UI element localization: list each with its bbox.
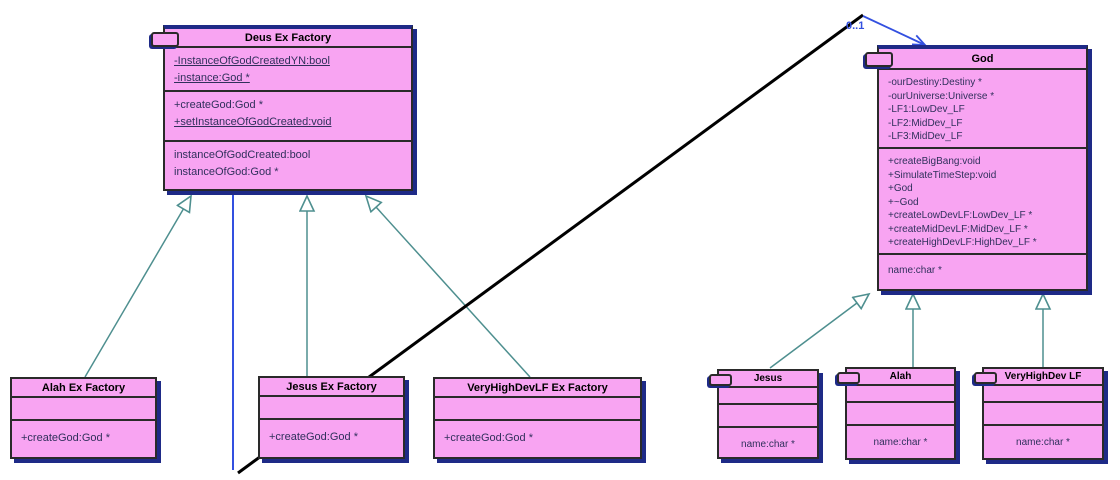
class-alah: Alah name:char *	[837, 367, 956, 460]
member-row: -instance:God *	[174, 72, 250, 84]
class-icon	[709, 374, 732, 386]
member-row: +createLowDevLF:LowDev_LF *	[888, 210, 1033, 221]
member-row: +createMidDevLF:MidDev_LF *	[888, 223, 1028, 235]
class-title: Jesus Ex Factory	[260, 378, 403, 397]
member-row: name:char *	[873, 437, 928, 448]
operations-compartment	[719, 405, 817, 428]
class-god: God -ourDestiny:Destiny * -ourUniverse:Un…	[865, 45, 1088, 291]
member-row: +createHighDevLF:HighDev_LF *	[888, 237, 1037, 248]
attributes-compartment	[984, 386, 1102, 403]
association-arrow-to-god	[862, 15, 928, 46]
class-title: Alah Ex Factory	[12, 379, 155, 398]
member-row: name:char *	[888, 265, 942, 276]
member-row: +createGod:God *	[269, 431, 358, 443]
properties-compartment: name:char *	[847, 426, 954, 458]
properties-compartment: name:char *	[984, 426, 1102, 458]
class-title: VeryHighDev LF	[984, 369, 1102, 386]
operations-compartment	[984, 403, 1102, 426]
multiplicity-label: 0..1	[846, 20, 865, 32]
class-jesus-ex-factory: Jesus Ex Factory +createGod:God *	[258, 376, 405, 459]
class-deus-ex-factory: Deus Ex Factory -InstanceOfGodCreatedYN:…	[151, 25, 413, 191]
class-title: Deus Ex Factory	[165, 29, 411, 48]
member-row: +SimulateTimeStep:void	[888, 169, 997, 181]
properties-compartment: name:char *	[879, 255, 1086, 289]
attributes-compartment: -InstanceOfGodCreatedYN:bool -instance:Go…	[165, 48, 411, 92]
member-row: -InstanceOfGodCreatedYN:bool	[174, 55, 330, 67]
member-row: -ourUniverse:Universe *	[888, 90, 995, 102]
inheritance-alah-ex-factory	[84, 196, 191, 378]
properties-compartment: instanceOfGodCreated:bool instanceOfGod:G…	[165, 142, 411, 189]
operations-compartment: +createGod:God *	[435, 421, 640, 457]
member-row: +setInstanceOfGodCreated:void	[174, 116, 332, 128]
class-title: Alah	[847, 369, 954, 386]
member-row: -ourDestiny:Destiny *	[888, 77, 982, 88]
class-alah-ex-factory: Alah Ex Factory +createGod:God *	[10, 377, 157, 459]
class-title: Jesus	[719, 371, 817, 388]
attributes-compartment	[847, 386, 954, 403]
attributes-compartment: -ourDestiny:Destiny * -ourUniverse:Univer…	[879, 70, 1086, 149]
member-row: -LF2:MidDev_LF	[888, 117, 963, 129]
properties-compartment: name:char *	[719, 428, 817, 457]
operations-compartment: +createBigBang:void +SimulateTimeStep:voi…	[879, 149, 1086, 255]
operations-compartment: +createGod:God *	[260, 420, 403, 457]
member-row: name:char *	[741, 439, 795, 450]
attributes-compartment	[12, 398, 155, 421]
member-row: +createGod:God *	[21, 432, 110, 444]
inheritance-jesus	[769, 294, 869, 369]
operations-compartment: +createGod:God * +setInstanceOfGodCreated…	[165, 92, 411, 142]
member-row: +createGod:God *	[444, 432, 533, 444]
attributes-compartment	[719, 388, 817, 405]
member-row: +God	[888, 183, 913, 194]
class-title: God	[879, 49, 1086, 70]
member-row: +createGod:God *	[174, 99, 263, 111]
operations-compartment	[847, 403, 954, 426]
inheritance-veryhighdevlf-ex-factory	[366, 196, 531, 378]
attributes-compartment	[260, 397, 403, 420]
class-veryhighdevlf-ex-factory: VeryHighDevLF Ex Factory +createGod:God …	[433, 377, 642, 459]
class-icon	[974, 372, 997, 384]
member-row: instanceOfGodCreated:bool	[174, 149, 311, 161]
class-jesus: Jesus name:char *	[709, 369, 819, 459]
class-icon	[837, 372, 860, 384]
member-row: -LF1:LowDev_LF	[888, 104, 965, 115]
operations-compartment: +createGod:God *	[12, 421, 155, 457]
member-row: +createBigBang:void	[888, 156, 981, 167]
attributes-compartment	[435, 398, 640, 421]
class-icon	[865, 52, 893, 67]
member-row: +~God	[888, 196, 919, 208]
class-title: VeryHighDevLF Ex Factory	[435, 379, 640, 398]
member-row: instanceOfGod:God *	[174, 166, 279, 178]
class-veryhighdev-lf: VeryHighDev LF name:char *	[974, 367, 1104, 460]
member-row: -LF3:MidDev_LF	[888, 131, 963, 142]
class-icon	[151, 32, 179, 47]
member-row: name:char *	[1016, 437, 1070, 448]
